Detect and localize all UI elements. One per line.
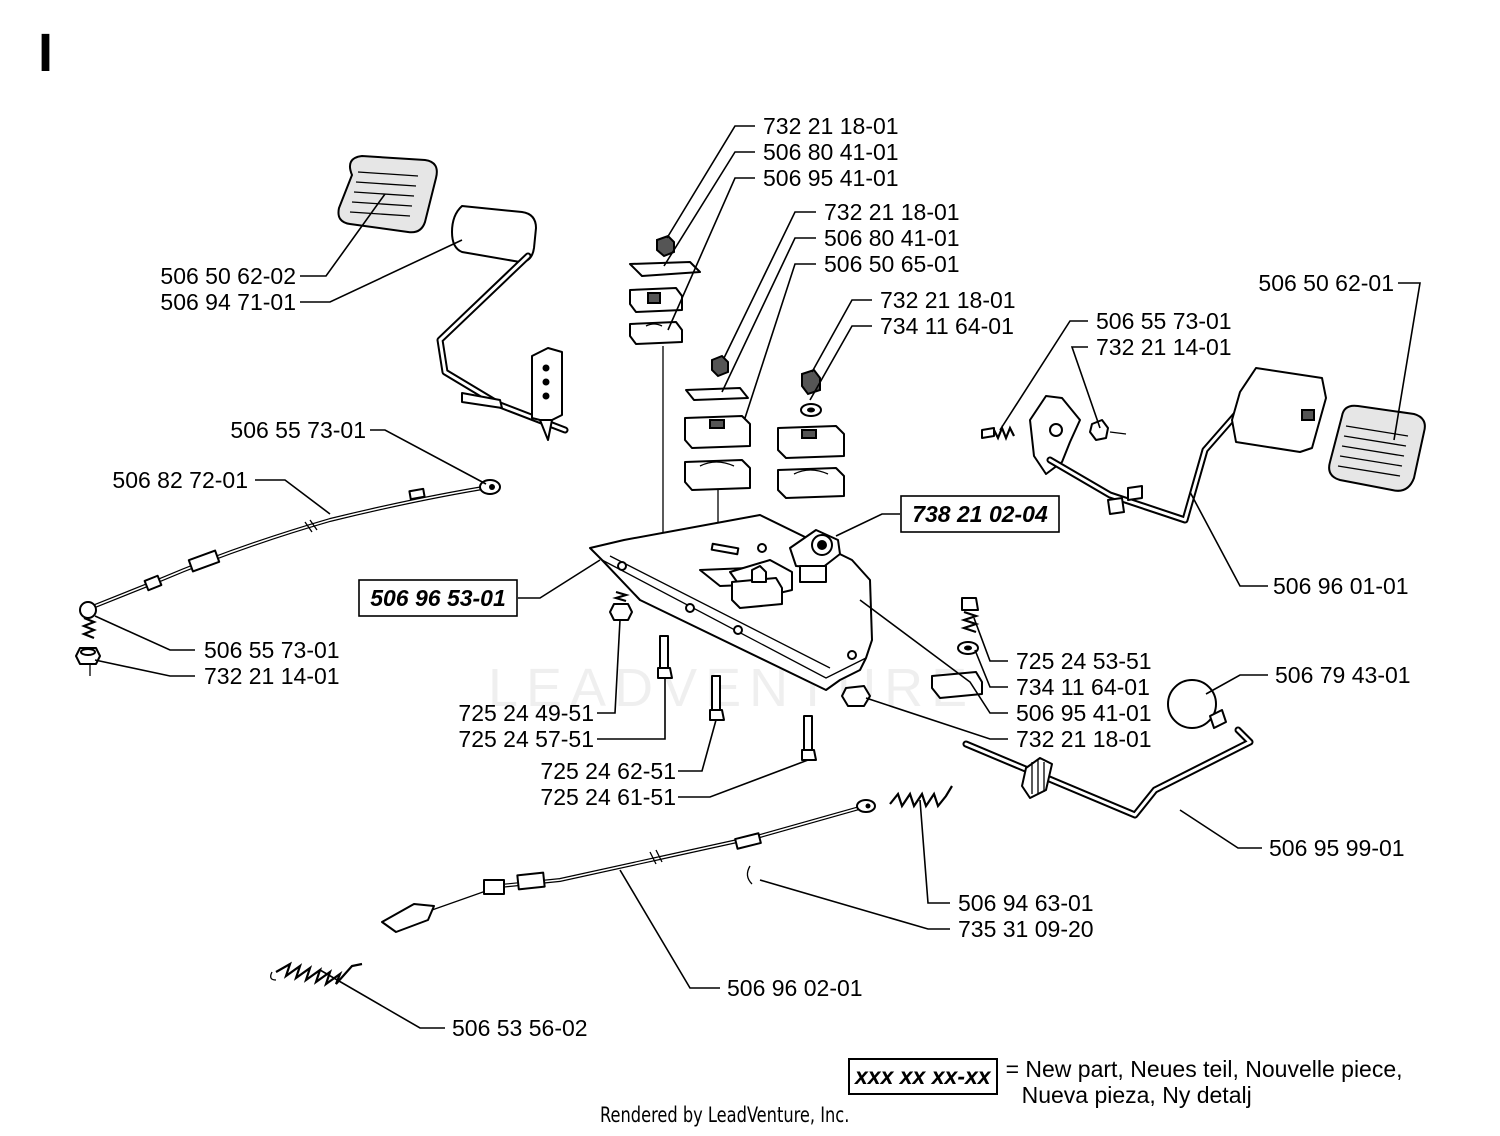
part-label: 732 21 18-01 bbox=[763, 113, 899, 139]
part-label: 734 11 64-01 bbox=[880, 313, 1014, 339]
part-label: 732 21 14-01 bbox=[204, 663, 340, 689]
part-label: 506 80 41-01 bbox=[824, 225, 960, 251]
part-label: 725 24 57-51 bbox=[458, 726, 594, 752]
part-label: 506 96 01-01 bbox=[1273, 573, 1409, 599]
part-label: 506 79 43-01 bbox=[1275, 662, 1411, 688]
part-label: 506 82 72-01 bbox=[112, 467, 248, 493]
left-pedal-pad bbox=[337, 154, 438, 234]
part-label-new: 506 96 53-01 bbox=[370, 585, 506, 611]
part-label: 506 50 62-01 bbox=[1258, 270, 1394, 296]
part-label: 506 95 99-01 bbox=[1269, 835, 1405, 861]
watermark: LEADVENTURE bbox=[488, 658, 975, 718]
part-label: 735 31 09-20 bbox=[958, 916, 1094, 942]
new-part-box bbox=[900, 495, 1060, 533]
part-label: 732 21 18-01 bbox=[880, 287, 1016, 313]
part-label: 732 21 18-01 bbox=[824, 199, 960, 225]
part-label: 506 80 41-01 bbox=[763, 139, 899, 165]
part-label: 506 95 41-01 bbox=[763, 165, 899, 191]
left-pedal-arm bbox=[436, 205, 569, 441]
top-left-cable bbox=[75, 479, 501, 676]
part-label: 732 21 14-01 bbox=[1096, 334, 1232, 360]
footer-credit: Rendered by LeadVenture, Inc. bbox=[600, 1103, 850, 1127]
center-stack-right bbox=[777, 368, 845, 499]
part-label: 506 94 63-01 bbox=[958, 890, 1094, 916]
leader-lines bbox=[94, 125, 1421, 1029]
legend-code-box: xxx xx xx-xx bbox=[848, 1058, 998, 1095]
right-pedal-assembly bbox=[981, 367, 1426, 524]
part-labels: 732 21 18-01 506 80 41-01 506 95 41-01 7… bbox=[112, 113, 1410, 1041]
legend: xxx xx xx-xx = New part, Neues teil, Nou… bbox=[848, 1056, 1403, 1108]
part-label: 506 96 02-01 bbox=[727, 975, 863, 1001]
part-label: 506 50 65-01 bbox=[824, 251, 960, 277]
new-part-box bbox=[358, 579, 518, 617]
part-label: 506 55 73-01 bbox=[204, 637, 340, 663]
page-letter: I bbox=[38, 23, 54, 83]
center-stack-middle bbox=[684, 354, 751, 531]
legend-line-1: = New part, Neues teil, Nouvelle piece, bbox=[1005, 1056, 1403, 1082]
right-clamp-group bbox=[841, 597, 983, 707]
legend-text: = New part, Neues teil, Nouvelle piece, … bbox=[1006, 1056, 1403, 1108]
base-plate bbox=[589, 514, 873, 691]
part-label: 506 53 56-02 bbox=[452, 1015, 588, 1041]
shift-lever bbox=[962, 679, 1254, 819]
part-label: 725 24 62-51 bbox=[540, 758, 676, 784]
legend-line-2: Nueva pieza, Ny detalj bbox=[1021, 1082, 1252, 1108]
part-label: 732 21 18-01 bbox=[1016, 726, 1152, 752]
part-label: 506 94 71-01 bbox=[160, 289, 296, 315]
part-label: 506 95 41-01 bbox=[1016, 700, 1152, 726]
part-label: 506 55 73-01 bbox=[1096, 308, 1232, 334]
part-label: 725 24 49-51 bbox=[458, 700, 594, 726]
part-label: 725 24 53-51 bbox=[1016, 648, 1152, 674]
part-label: 506 55 73-01 bbox=[230, 417, 366, 443]
part-label-new: 738 21 02-04 bbox=[912, 501, 1048, 527]
part-label: 506 50 62-02 bbox=[160, 263, 296, 289]
plate-bolts bbox=[609, 590, 817, 761]
part-label: 725 24 61-51 bbox=[540, 784, 676, 810]
bottom-cable bbox=[270, 785, 953, 987]
part-label: 734 11 64-01 bbox=[1016, 674, 1150, 700]
